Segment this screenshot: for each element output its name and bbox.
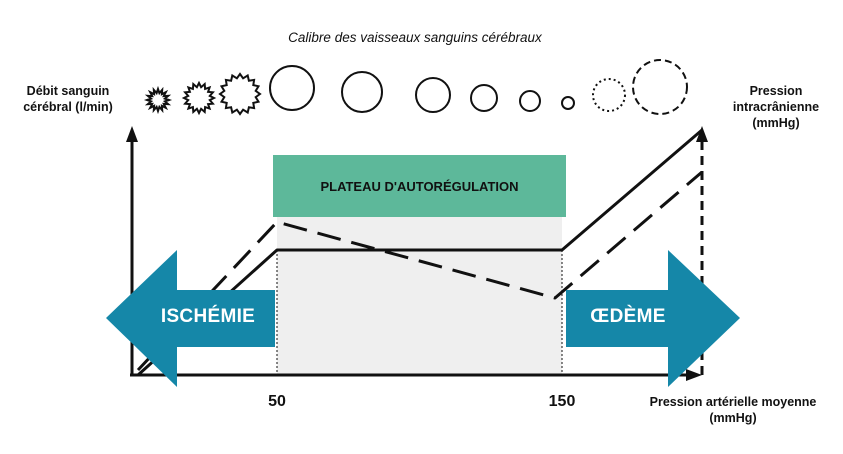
- vessel-icon-10: [592, 78, 626, 112]
- y-axis-right-label: Pression intracrânienne (mmHg): [732, 84, 820, 130]
- vessel-icon-4: [269, 65, 315, 111]
- oedema-arrow: [566, 250, 740, 387]
- vessel-icons: [143, 59, 688, 116]
- plateau-label: PLATEAU D'AUTORÉGULATION: [273, 155, 566, 217]
- vessel-icon-5: [341, 71, 383, 113]
- x-tick-150: 150: [548, 393, 576, 410]
- vessel-icon-11: [632, 59, 688, 115]
- x-axis-arrowhead: [686, 369, 702, 381]
- vessel-icon-7: [470, 84, 498, 112]
- vessel-icon-1: [143, 85, 173, 115]
- y-axis-right-arrowhead: [696, 126, 708, 142]
- vessel-icon-2: [181, 80, 217, 116]
- vessel-icon-8: [519, 90, 541, 112]
- vessels-title: Calibre des vaisseaux sanguins cérébraux: [288, 30, 542, 45]
- oedema-label: ŒDÈME: [590, 306, 666, 327]
- ischemia-arrow: [106, 250, 275, 387]
- vessel-icon-9: [561, 96, 575, 110]
- vessel-icon-3: [218, 72, 262, 116]
- y-axis-left-arrowhead: [126, 126, 138, 142]
- plateau-area: [277, 217, 562, 375]
- x-tick-50: 50: [268, 393, 286, 410]
- ischemia-label: ISCHÉMIE: [160, 306, 256, 327]
- vessel-icon-6: [415, 77, 451, 113]
- x-axis-label: Pression artérielle moyenne (mmHg): [649, 395, 817, 425]
- y-axis-left-label: Débit sanguin cérébral (l/min): [23, 84, 113, 114]
